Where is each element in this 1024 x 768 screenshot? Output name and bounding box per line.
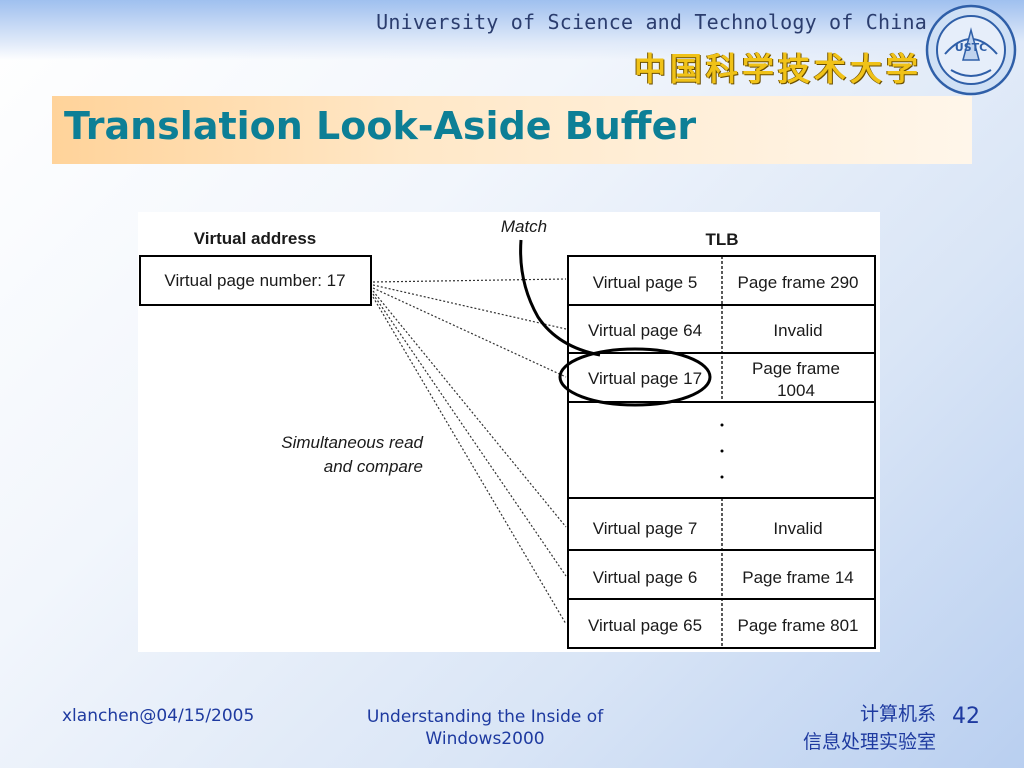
tlb-row-5-page: Virtual page 6	[593, 568, 698, 587]
compare-label-line1: Simultaneous read	[281, 433, 423, 452]
virtual-page-box	[139, 255, 372, 306]
tlb-row-2-frame: Invalid	[773, 321, 822, 340]
compare-line-row-1	[372, 278, 567, 283]
compare-line-row-5	[372, 293, 567, 577]
match-pointer-line	[519, 239, 601, 357]
compare-line-row-4	[372, 290, 567, 528]
tlb-row-2-page: Virtual page 64	[588, 321, 702, 340]
university-logo: USTC	[925, 4, 1017, 96]
tlb-row-3-frame-line2: 1004	[777, 381, 815, 400]
title-bar	[52, 96, 972, 164]
university-name-english: University of Science and Technology of …	[376, 10, 927, 34]
ellipsis-dots	[720, 423, 724, 479]
match-highlight-ellipse	[558, 347, 712, 407]
header-band	[0, 0, 1024, 60]
tlb-row-4-frame: Invalid	[773, 519, 822, 538]
university-name-chinese: 中国科学技术大学	[633, 50, 922, 88]
slide-title: Translation Look-Aside Buffer	[64, 104, 697, 148]
tlb-row-1-page: Virtual page 5	[593, 273, 698, 292]
tlb-heading: TLB	[705, 230, 738, 249]
compare-line-row-6	[372, 296, 567, 625]
virtual-page-number-label: Virtual page number: 17	[164, 271, 345, 290]
tlb-diagram: Virtual address TLB Match Virtual page n…	[138, 212, 880, 652]
logo-text: USTC	[955, 41, 987, 54]
compare-line-row-3	[372, 287, 567, 378]
tlb-row-3-frame-line1: Page frame	[752, 359, 840, 378]
tlb-row-5-frame: Page frame 14	[742, 568, 854, 587]
tlb-row-6-page: Virtual page 65	[588, 616, 702, 635]
footer-course-title: Understanding the Inside of Windows2000	[340, 706, 630, 750]
footer-department: 计算机系 信息处理实验室	[803, 700, 936, 756]
compare-lines	[372, 278, 567, 625]
tlb-row-6-frame: Page frame 801	[738, 616, 859, 635]
tlb-row-3-page: Virtual page 17	[588, 369, 702, 388]
compare-line-row-2	[372, 284, 567, 330]
tlb-row-4-page: Virtual page 7	[593, 519, 698, 538]
compare-label-line2: and compare	[324, 457, 423, 476]
footer-course-line1: Understanding the Inside of	[366, 707, 604, 727]
footer-author-date: xlanchen@04/15/2005	[62, 706, 255, 726]
footer-dept-line1: 计算机系	[859, 703, 936, 725]
footer-course-line2: Windows2000	[425, 729, 545, 749]
slide-page-number: 42	[952, 704, 980, 729]
footer-dept-line2: 信息处理实验室	[802, 731, 936, 753]
virtual-address-heading: Virtual address	[194, 229, 317, 248]
match-label: Match	[501, 217, 547, 236]
tlb-row-1-frame: Page frame 290	[738, 273, 859, 292]
